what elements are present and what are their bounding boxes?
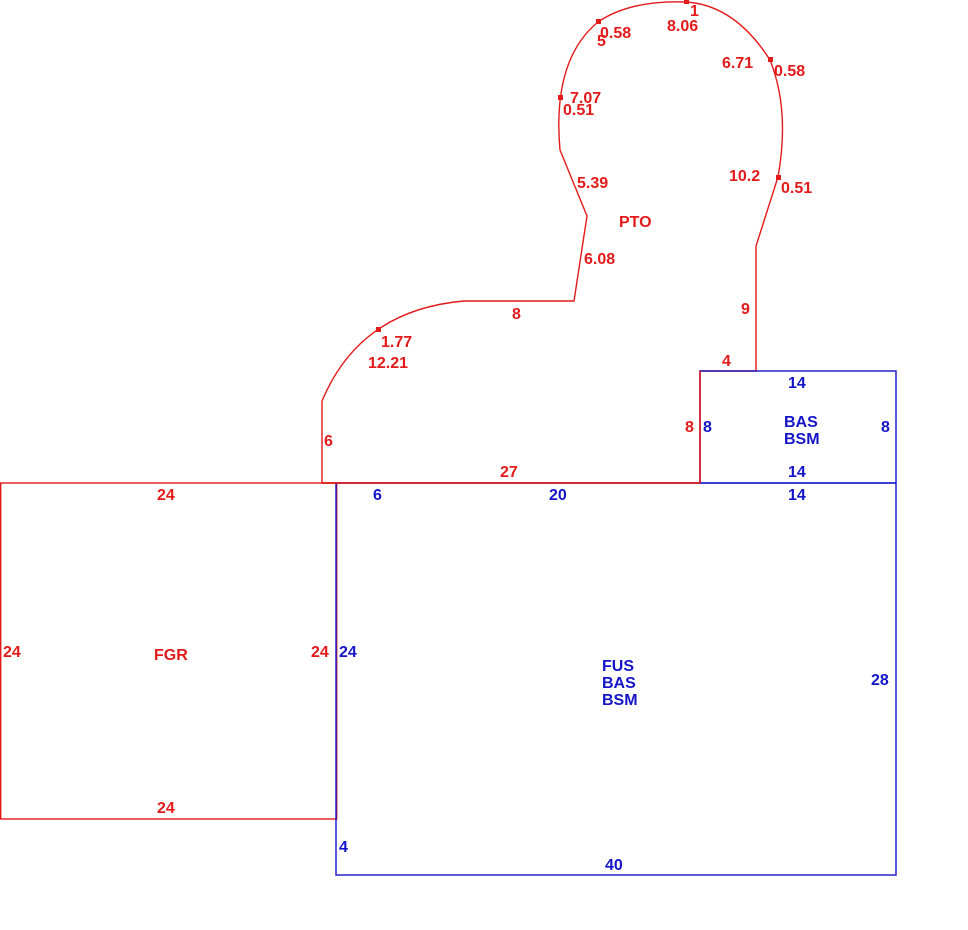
dim-label: 5.39 [577,175,608,192]
dim-label: 24 [157,487,175,504]
dim-label: 8 [512,306,521,323]
dim-label: 28 [871,672,889,689]
dim-label: 4 [339,839,348,856]
dim-label: 14 [788,464,806,481]
dim-label: 14 [788,487,806,504]
pto-node-marker [768,57,773,62]
dim-label: 10.2 [729,168,760,185]
dim-label: 4 [722,353,731,370]
dim-label: 6.71 [722,55,753,72]
dim-label: 24 [339,644,357,661]
dim-label: 6 [324,433,333,450]
fgr-label: FGR [154,647,188,664]
fus-label: FUS [602,658,634,675]
dim-label: 24 [3,644,21,661]
dim-label: 8.06 [667,18,698,35]
dim-label: 6.08 [584,251,615,268]
dim-label: 8 [703,419,712,436]
pto-label: PTO [619,214,652,231]
pto-node-marker [776,175,781,180]
pto-node-marker [596,19,601,24]
fus-bas-label: BAS [602,675,636,692]
pto-node-marker [376,327,381,332]
dim-label: 9 [741,301,750,318]
dim-label: 0.58 [600,25,631,42]
dim-label: 0.51 [563,102,594,119]
dim-label: 0.51 [781,180,812,197]
bsm-small-label: BSM [784,431,820,448]
pto-node-marker [558,95,563,100]
dim-label: 27 [500,464,518,481]
fus-bsm-label: BSM [602,692,638,709]
dim-label: 20 [549,487,567,504]
dim-label: 1.77 [381,334,412,351]
dim-label: 12.21 [368,355,408,372]
dim-label: 40 [605,857,623,874]
dim-label: 1 [690,3,699,20]
pto-outline [321,1,784,484]
dim-label: 24 [311,644,329,661]
dim-label: 7.07 [570,90,601,107]
dim-label: 6 [373,487,382,504]
dim-label: 14 [788,375,806,392]
pto-node-marker [684,0,689,4]
dim-label: 5 [597,33,606,50]
dim-label: 0.58 [774,63,805,80]
dim-label: 24 [157,800,175,817]
dim-label: 8 [881,419,890,436]
bas-small-label: BAS [784,414,818,431]
dim-label: 8 [685,419,694,436]
